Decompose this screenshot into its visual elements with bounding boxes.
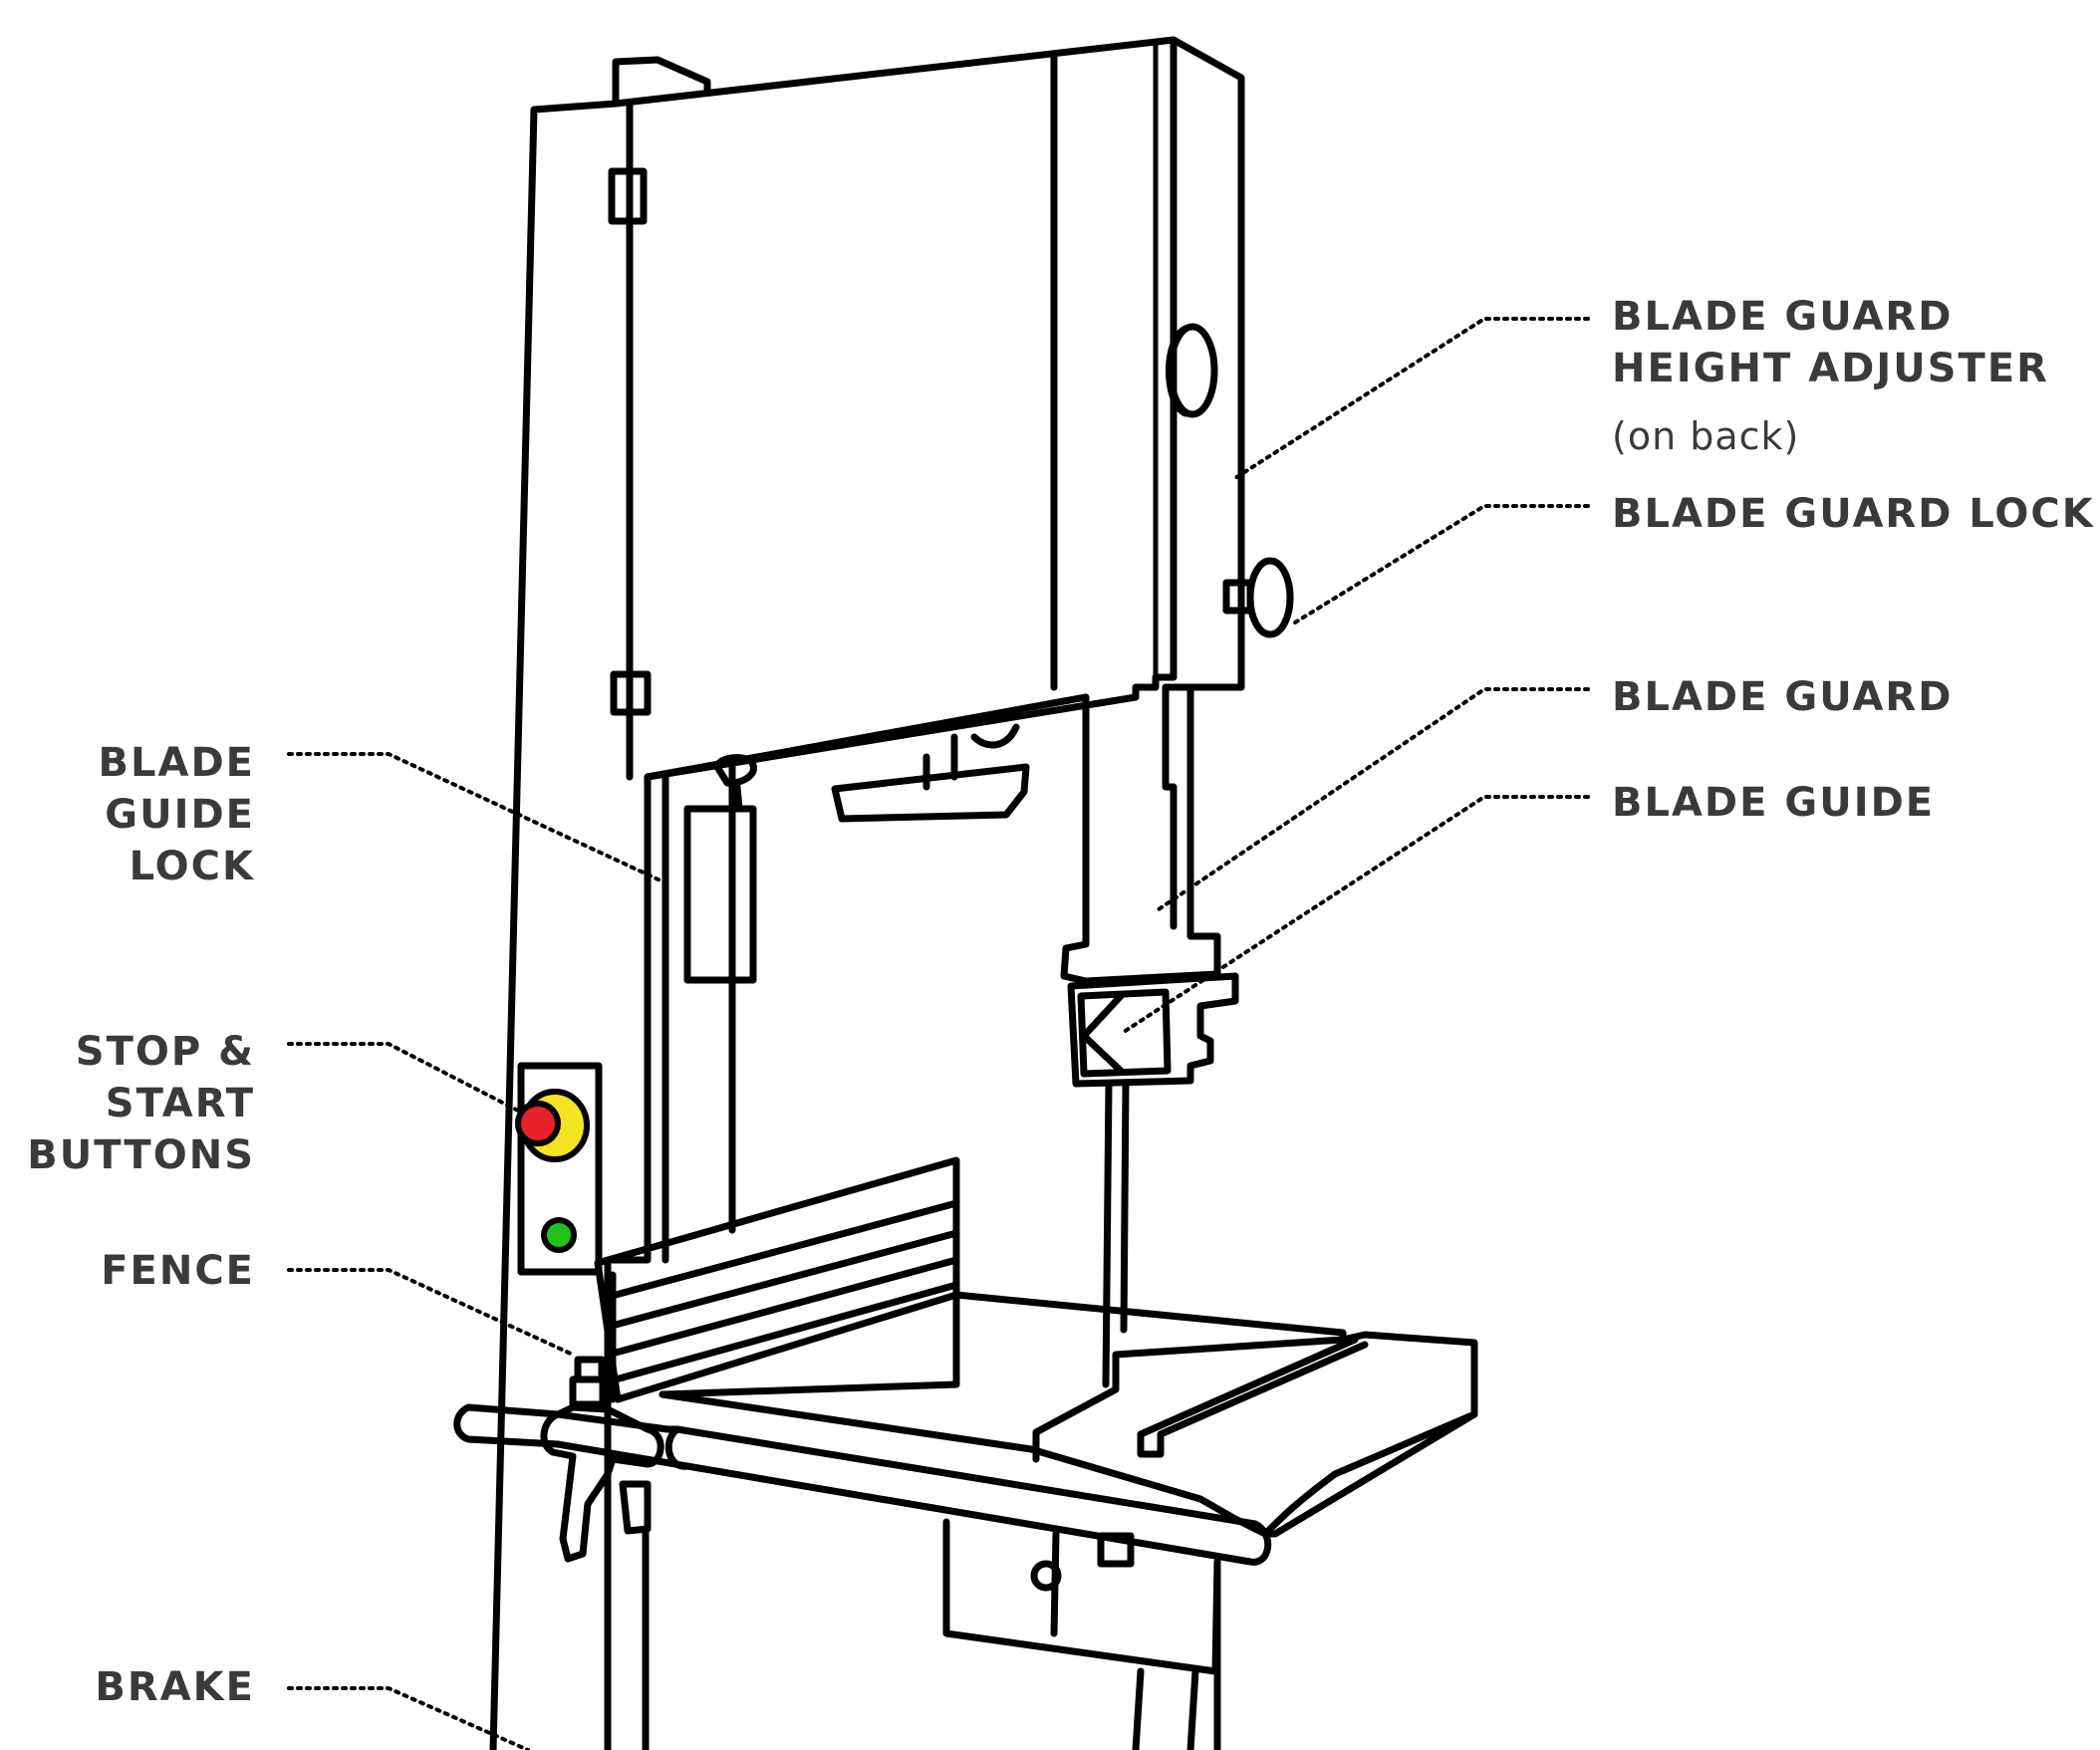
leader-stop-start <box>287 1042 520 1113</box>
label-blade-guard-lock: BLADE GUARD LOCK <box>1612 491 2095 537</box>
blade-guide-lock <box>713 754 757 787</box>
leader-blade-guide <box>1119 795 1590 1036</box>
blade-guard-lock-knob <box>1246 557 1294 638</box>
top-cap <box>612 56 711 108</box>
leader-height-adjuster <box>1233 317 1590 480</box>
hinge-lower <box>610 670 652 716</box>
fence-clamp <box>540 1403 664 1563</box>
blade-guide-block <box>1067 972 1239 1088</box>
label-on-back-note: (on back) <box>1612 414 1800 458</box>
lock-bracket <box>1097 1532 1135 1568</box>
leader-brake <box>287 1686 530 1750</box>
blade-guide-lock-bar <box>683 805 757 984</box>
upper-wheel-cover <box>626 36 1245 781</box>
fence-rail <box>453 1403 1272 1566</box>
inner-left-rail <box>661 763 736 1264</box>
label-brake: BRAKE <box>95 1664 255 1710</box>
stop-start-buttons <box>515 1089 590 1253</box>
blade-guard-post <box>1060 683 1221 985</box>
control-box <box>517 1062 603 1276</box>
lower-cabinet <box>942 1518 1221 1675</box>
label-blade-guide-lock: BLADE GUIDE LOCK <box>98 740 255 889</box>
table-slot <box>1032 1336 1347 1463</box>
leader-fence <box>287 1268 575 1357</box>
label-fence: FENCE <box>101 1248 255 1294</box>
stop-button <box>515 1101 561 1146</box>
start-button <box>541 1217 577 1253</box>
label-blade-guide: BLADE GUIDE <box>1612 780 1936 826</box>
leader-guide-lock <box>287 752 664 883</box>
label-stop-start-buttons: STOP & START BUTTONS <box>27 1029 255 1178</box>
table-miter-slot <box>1137 1336 1369 1458</box>
saw-column <box>489 36 1178 1750</box>
saw-blade <box>1102 1080 1130 1388</box>
label-blade-guard: BLADE GUARD <box>1612 674 1954 720</box>
label-blade-guard-height-adjuster: BLADE GUARD HEIGHT ADJUSTER (on back) <box>1612 291 2049 462</box>
upper-bracket <box>831 763 1030 823</box>
leader-guard-lock <box>1293 504 1590 625</box>
leader-blade-guard <box>1154 687 1590 913</box>
hinge-upper <box>608 167 648 225</box>
